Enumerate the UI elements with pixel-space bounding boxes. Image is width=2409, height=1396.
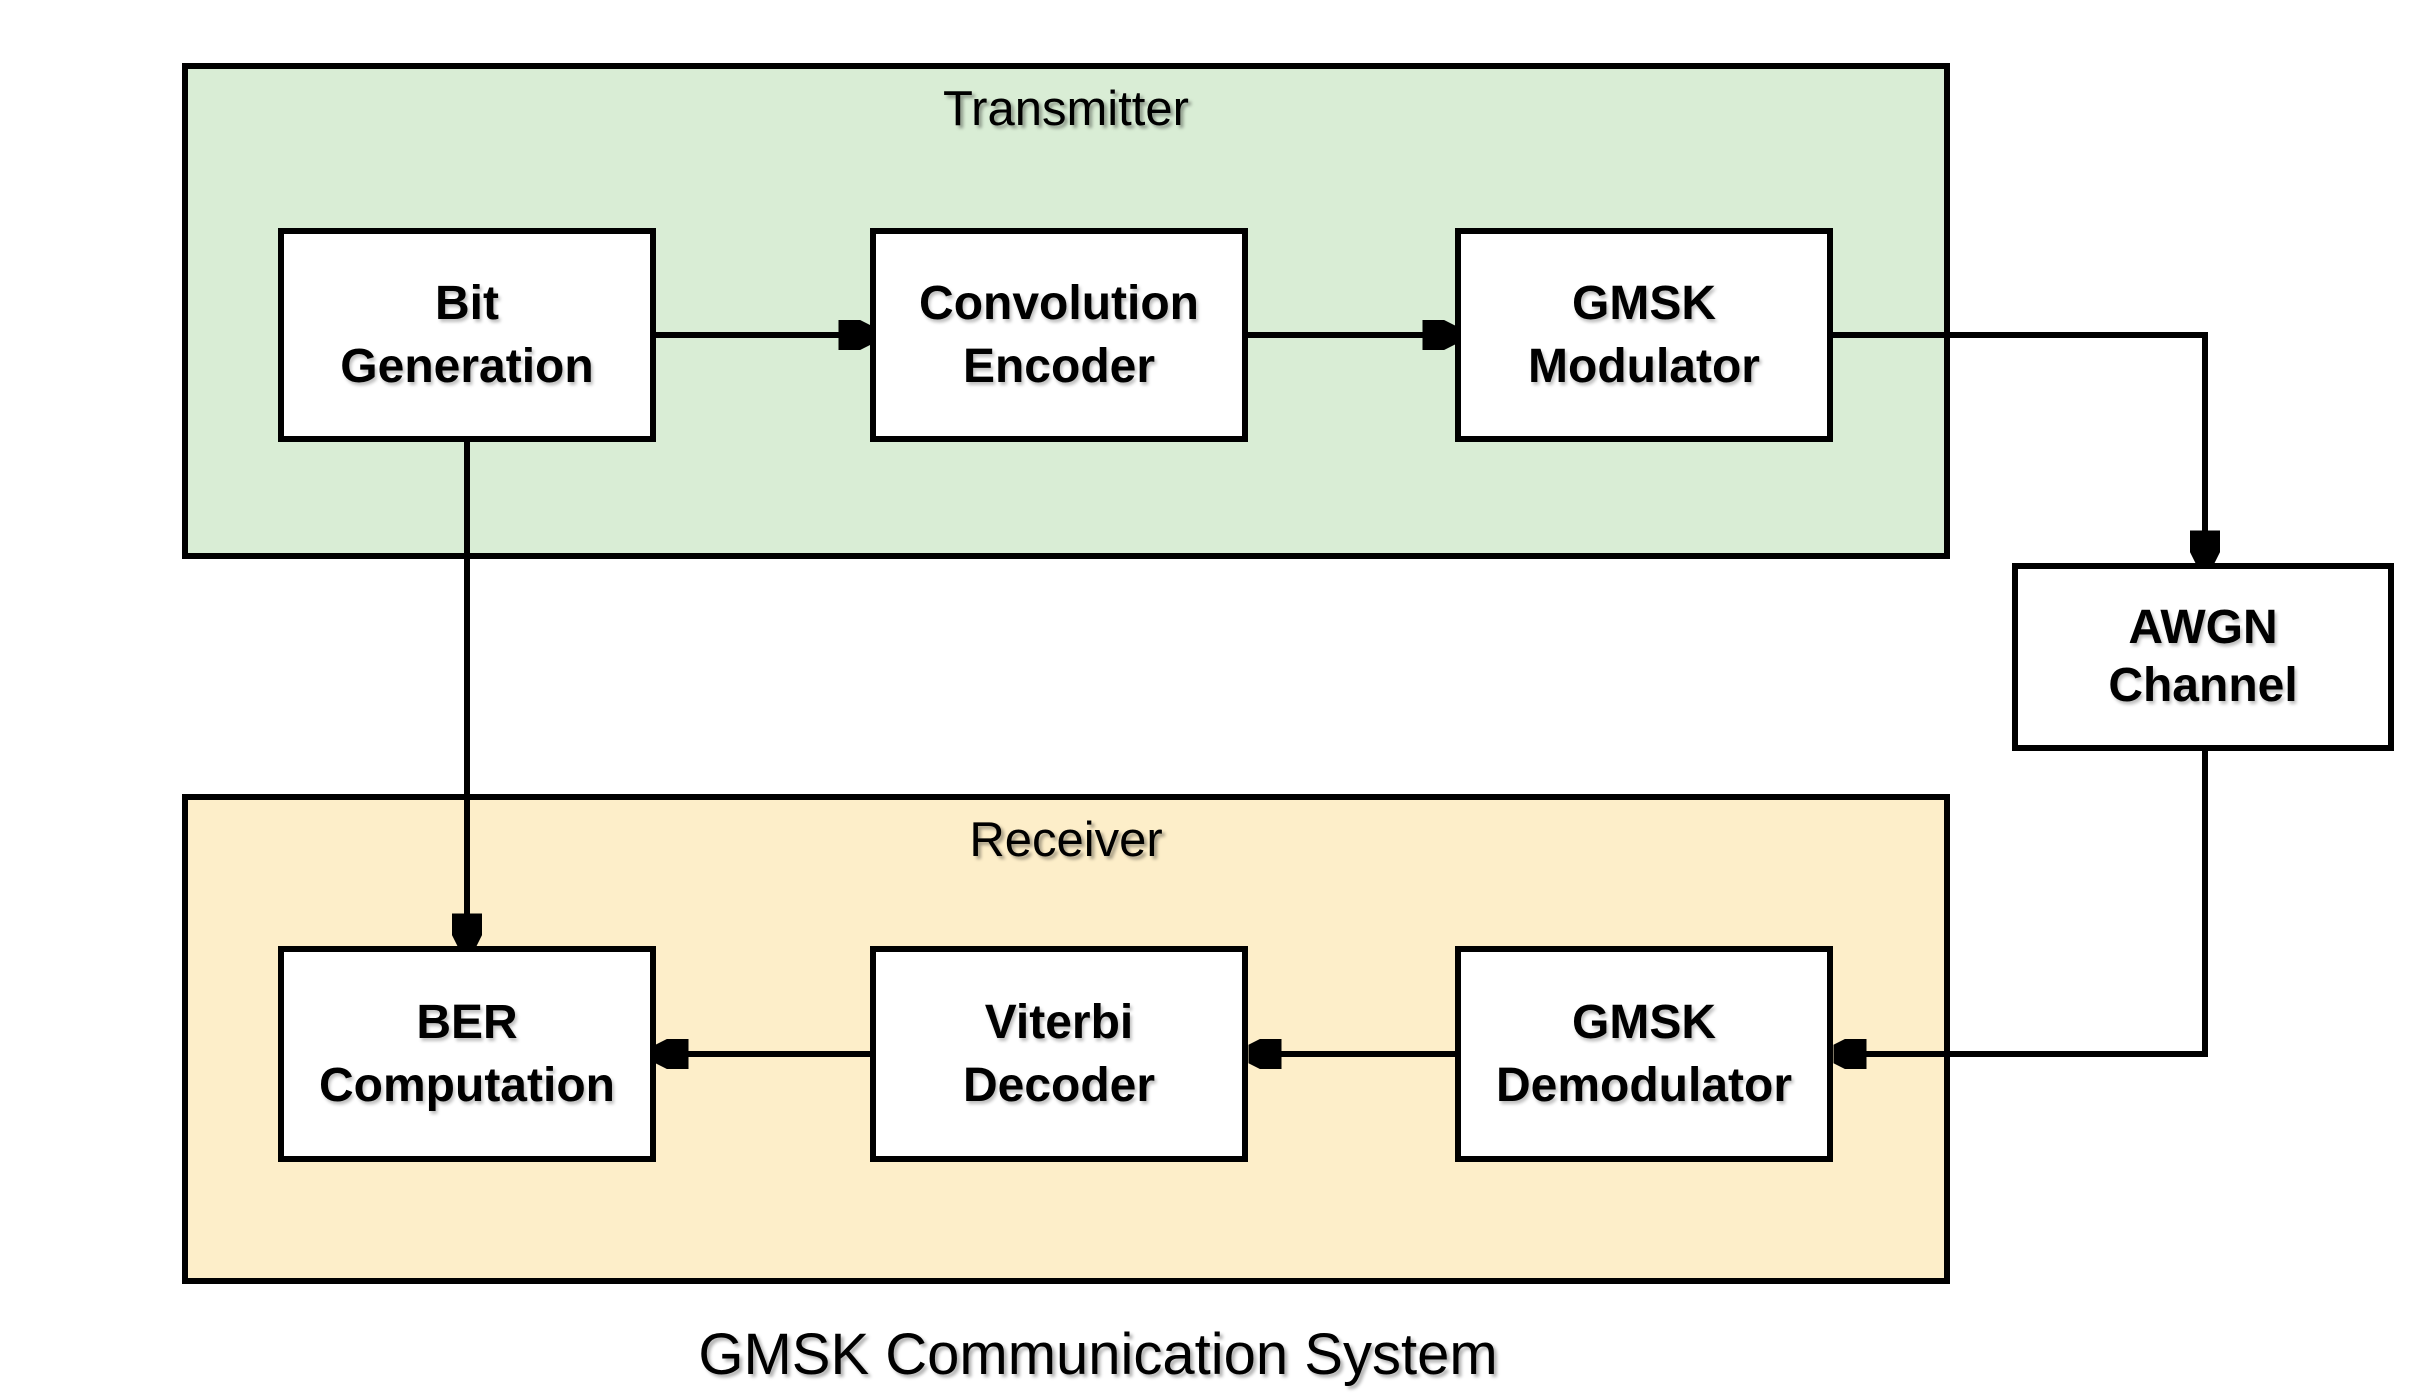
block-ber-computation-line2: Computation bbox=[319, 1059, 615, 1112]
receiver-label: Receiver bbox=[969, 813, 1163, 867]
block-bit-generation: Bit Generation bbox=[278, 228, 656, 442]
block-ber-computation: BER Computation bbox=[278, 946, 656, 1162]
block-ber-computation-line1: BER bbox=[416, 996, 518, 1049]
block-gmsk-demodulator: GMSK Demodulator bbox=[1455, 946, 1833, 1162]
block-viterbi-decoder: Viterbi Decoder bbox=[870, 946, 1248, 1162]
block-viterbi-decoder-line1: Viterbi bbox=[984, 996, 1134, 1049]
block-bit-generation-line2: Generation bbox=[340, 340, 594, 393]
transmitter-label: Transmitter bbox=[943, 82, 1189, 136]
block-awgn-channel: AWGN Channel bbox=[2012, 563, 2394, 751]
block-viterbi-decoder-line2: Decoder bbox=[962, 1059, 1156, 1112]
block-convolution-encoder: Convolution Encoder bbox=[870, 228, 1248, 442]
block-gmsk-demodulator-line1: GMSK bbox=[1572, 996, 1716, 1049]
block-convolution-encoder-line1: Convolution bbox=[919, 277, 1199, 330]
block-awgn-channel-line2: Channel bbox=[2108, 659, 2298, 712]
block-gmsk-modulator: GMSK Modulator bbox=[1455, 228, 1833, 442]
block-awgn-channel-line1: AWGN bbox=[2128, 601, 2278, 654]
block-gmsk-demodulator-line2: Demodulator bbox=[1495, 1059, 1792, 1112]
diagram-title: GMSK Communication System bbox=[698, 1322, 1498, 1387]
block-bit-generation-line1: Bit bbox=[435, 277, 499, 330]
block-gmsk-modulator-line1: GMSK bbox=[1572, 277, 1716, 330]
block-convolution-encoder-line2: Encoder bbox=[962, 340, 1156, 393]
block-gmsk-modulator-line2: Modulator bbox=[1528, 340, 1760, 393]
